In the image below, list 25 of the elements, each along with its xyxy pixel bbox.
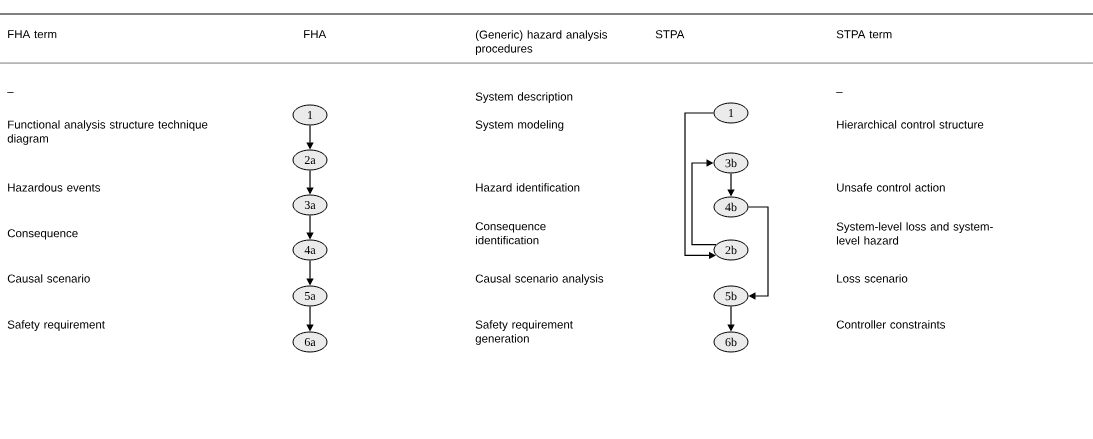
table-cell: Hierarchical control structure [837,120,984,129]
table-cell: Loss scenario [837,274,908,283]
arrow [691,159,717,246]
table-cell: Hazardous events [8,183,101,192]
arrow [747,206,769,300]
table-cell: Unsafe control action [837,183,945,192]
table-cell: Consequence [7,229,78,240]
column-header: FHA [304,30,327,39]
table-cell: Consequence identification [475,222,546,245]
table-cell: – [7,92,14,93]
table-cell: – [836,92,843,93]
column-header: STPA [655,30,685,39]
table-cell: Causal scenario [7,274,90,283]
column-header: (Generic) hazard analysis procedures [475,30,608,55]
table-cell: Safety requirement [7,320,105,331]
table-cell: System description [475,92,573,103]
table-cell: Functional analysis structure technique diagram [7,120,208,145]
table-cell: System-level loss and system-level hazard [836,222,993,245]
table-cell: Hazard identification [476,183,580,192]
column-header: FHA term [8,30,57,39]
table-cell: Causal scenario analysis [475,274,604,285]
column-header: STPA term [836,30,892,39]
table-cell: System modeling [475,120,564,131]
table-cell: Safety requirement generation [475,320,573,345]
table-cell: Controller constraints [836,320,946,329]
